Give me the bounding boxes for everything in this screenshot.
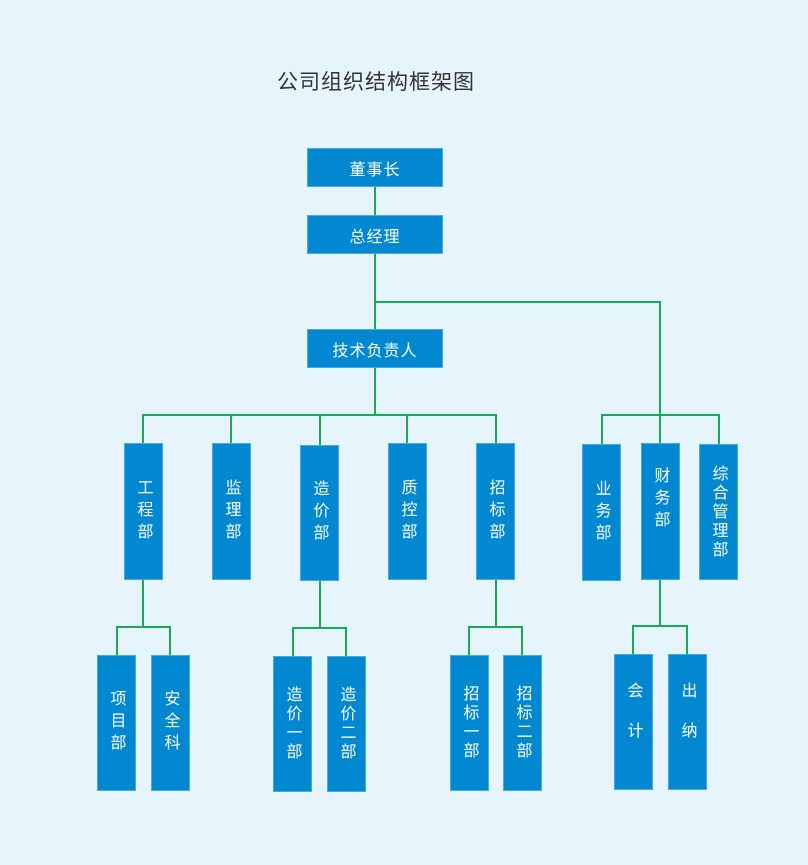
node-label: 造价一部 [283, 686, 303, 762]
node-cashier[interactable]: 出纳 [668, 654, 707, 790]
connector-eng-children [116, 626, 171, 655]
node-label: 综合管理部 [709, 464, 729, 560]
node-label: 技术负责人 [332, 340, 418, 360]
node-accounting[interactable]: 会计 [614, 654, 653, 790]
node-chairman[interactable]: 董事长 [307, 148, 443, 187]
chart-title: 公司组织结构框架图 [277, 70, 475, 94]
node-label: 招标一部 [460, 685, 480, 761]
node-label: 招标二部 [513, 685, 533, 761]
node-admin-dept[interactable]: 综合管理部 [699, 444, 738, 580]
connector-fin-children [632, 625, 688, 654]
node-cost-dept-1[interactable]: 造价一部 [273, 656, 312, 792]
connector-bid-children [468, 626, 523, 655]
node-label: 财务部 [651, 466, 671, 533]
node-bidding-dept-2[interactable]: 招标二部 [503, 655, 542, 791]
node-bidding-dept[interactable]: 招标部 [476, 443, 515, 580]
node-business-dept[interactable]: 业务部 [582, 444, 621, 581]
node-general-manager[interactable]: 总经理 [307, 215, 443, 254]
node-engineering-dept[interactable]: 工程部 [124, 443, 163, 580]
connector-gm-right-branch [375, 301, 661, 443]
node-bidding-dept-1[interactable]: 招标一部 [450, 655, 489, 791]
node-label: 董事长 [349, 159, 401, 179]
node-label: 造价二部 [337, 686, 357, 762]
node-project-dept[interactable]: 项目部 [97, 655, 136, 791]
node-label: 安全科 [161, 690, 181, 756]
node-safety-section[interactable]: 安全科 [151, 655, 190, 791]
node-label: 业务部 [592, 479, 612, 546]
node-supervision-dept[interactable]: 监理部 [212, 443, 251, 580]
node-label: 工程部 [134, 478, 154, 545]
node-label: 出纳 [678, 682, 698, 762]
node-label: 项目部 [107, 690, 127, 756]
node-finance-dept[interactable]: 财务部 [641, 443, 680, 580]
node-label: 监理部 [222, 478, 242, 545]
node-cost-dept[interactable]: 造价部 [300, 445, 339, 581]
node-label: 造价部 [310, 480, 330, 546]
node-label: 质控部 [398, 478, 418, 545]
node-label: 总经理 [349, 226, 401, 246]
node-cost-dept-2[interactable]: 造价二部 [327, 656, 366, 792]
node-label: 招标部 [486, 478, 506, 545]
connector-right-bus [601, 414, 720, 444]
node-technical-lead[interactable]: 技术负责人 [307, 329, 443, 368]
node-quality-dept[interactable]: 质控部 [388, 443, 427, 580]
node-label: 会计 [624, 682, 644, 762]
connector-cost-children [292, 627, 347, 656]
